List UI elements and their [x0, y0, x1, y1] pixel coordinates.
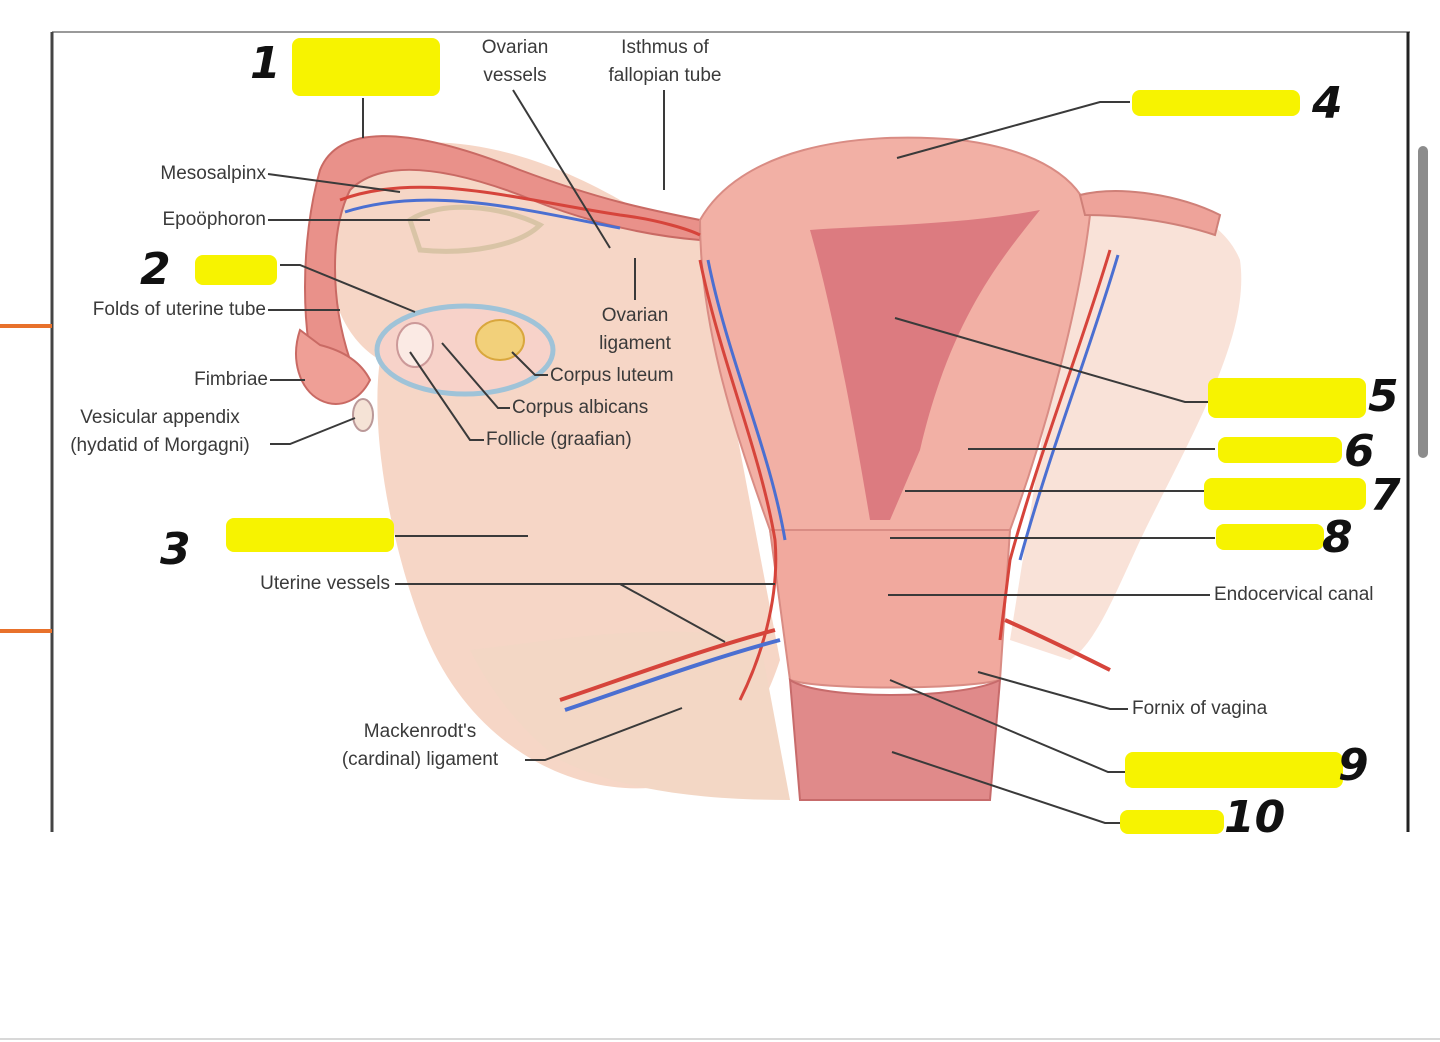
- ovarian-vessel-blue: [344, 198, 621, 230]
- marker-1: 1: [250, 38, 281, 89]
- blank-highlight-5: [1208, 378, 1366, 418]
- label-follicle: Follicle (graafian): [486, 429, 632, 450]
- mackenrodt-ligament: [470, 631, 790, 800]
- label-fornix-vagina: Fornix of vagina: [1132, 698, 1268, 719]
- blank-highlight-1: [292, 38, 440, 96]
- label-corpus-luteum: Corpus luteum: [550, 365, 674, 386]
- epoophoron-shape: [407, 204, 545, 254]
- uterine-vein-lower: [564, 638, 781, 712]
- corpus-luteum-shape: [475, 319, 525, 361]
- label-folds-uterine-tube: Folds of uterine tube: [92, 299, 266, 320]
- left-edge-mark-bottom: [0, 629, 52, 633]
- blank-highlight-2: [195, 255, 277, 285]
- broad-ligament: [326, 142, 780, 789]
- right-lower-vessels: [1004, 618, 1111, 672]
- fallopian-tube-right: [1078, 190, 1222, 237]
- uterine-vessel-left-blue: [706, 259, 787, 541]
- marker-10: 10: [1224, 792, 1286, 843]
- uterine-vessel-right-red: [998, 249, 1112, 641]
- marker-7: 7: [1370, 470, 1401, 521]
- blank-highlight-10: [1120, 810, 1224, 834]
- uterine-cavity: [810, 210, 1040, 520]
- blank-highlight-8: [1216, 524, 1324, 550]
- leader-lines: [267, 89, 1215, 824]
- label-vesicular-appendix: Vesicular appendix (hydatid of Morgagni): [70, 407, 250, 456]
- label-epoophoron: Epoöphoron: [162, 209, 266, 230]
- marker-9: 9: [1338, 740, 1369, 791]
- marker-4: 4: [1312, 78, 1343, 129]
- label-endocervical-canal: Endocervical canal: [1214, 584, 1374, 605]
- vagina: [788, 678, 1002, 801]
- marker-2: 2: [140, 244, 171, 295]
- vesicular-appendix-shape: [352, 398, 374, 432]
- marker-6: 6: [1344, 426, 1375, 477]
- label-mesosalpinx: Mesosalpinx: [160, 163, 266, 184]
- marker-8: 8: [1322, 512, 1353, 563]
- label-mackenrodt: Mackenrodt's (cardinal) ligament: [341, 721, 499, 770]
- label-uterine-vessels: Uterine vessels: [260, 573, 390, 594]
- fimbriae-shape: [295, 328, 372, 405]
- label-corpus-albicans: Corpus albicans: [512, 397, 649, 418]
- left-edge-mark-top: [0, 324, 52, 328]
- blank-highlight-4: [1132, 90, 1300, 116]
- follicle-shape: [396, 322, 434, 368]
- blank-highlight-3: [226, 518, 394, 552]
- label-ovarian-ligament: Ovarian ligament: [599, 305, 671, 354]
- scrollbar-thumb[interactable]: [1418, 146, 1428, 458]
- label-isthmus: Isthmus of fallopian tube: [608, 37, 722, 86]
- label-ovarian-vessels: Ovarian vessels: [481, 37, 549, 86]
- bottom-divider: [0, 1038, 1440, 1040]
- blank-highlight-6: [1218, 437, 1342, 463]
- uterine-vessel-right-blue: [1018, 254, 1120, 561]
- cervix: [768, 529, 1012, 689]
- label-fimbriae: Fimbriae: [194, 369, 268, 390]
- marker-3: 3: [160, 524, 191, 575]
- marker-5: 5: [1368, 371, 1399, 422]
- blank-highlight-9: [1125, 752, 1343, 788]
- uterine-artery-lower: [559, 628, 776, 702]
- blank-highlight-7: [1204, 478, 1366, 510]
- ovarian-vessel-red: [339, 185, 701, 237]
- uterine-vessel-left-red: [698, 259, 778, 701]
